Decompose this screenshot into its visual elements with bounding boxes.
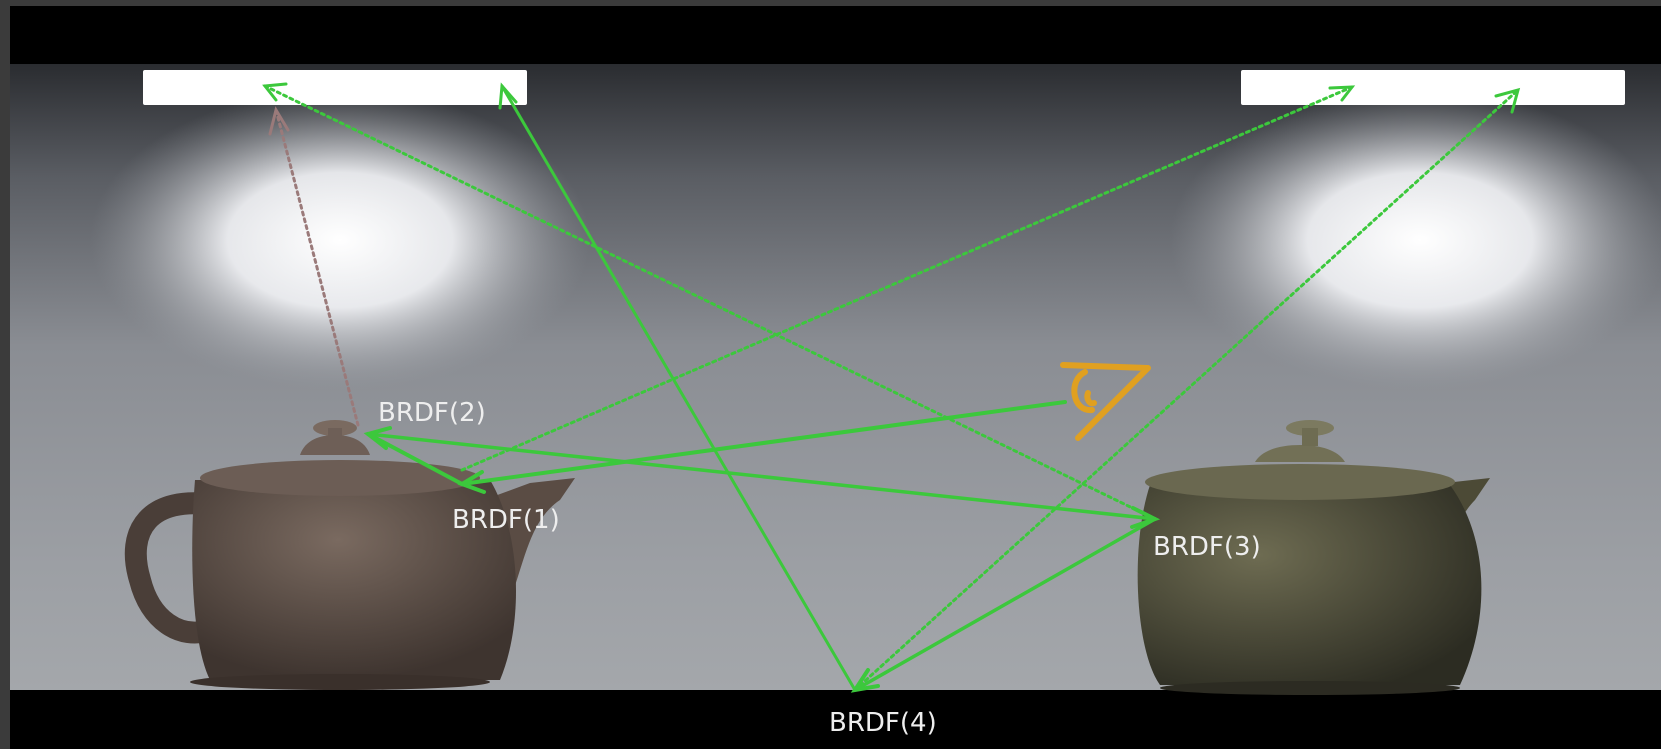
label-brdf2: BRDF(2) <box>378 398 486 428</box>
floor-band <box>10 690 1661 749</box>
light-glow-right <box>1170 90 1661 390</box>
shadow-ray-head-left <box>262 82 288 102</box>
ray-head-light-left <box>498 82 518 110</box>
shadow-ray-brdf3-to-light-left <box>263 84 1157 521</box>
label-brdf4: BRDF(4) <box>829 708 937 738</box>
eye-icon <box>1060 362 1151 441</box>
ray-brdf1-to-brdf2 <box>366 432 464 486</box>
area-light-right <box>1241 70 1625 105</box>
ray-eye-to-brdf1 <box>460 400 1067 486</box>
ray-head-brdf2 <box>363 426 392 450</box>
teapot-left <box>124 420 575 690</box>
label-brdf1: BRDF(1) <box>452 505 560 535</box>
light-rays <box>262 82 1521 693</box>
ray-brdf3-to-brdf4 <box>853 517 1157 692</box>
blocked-shadow-ray <box>268 106 360 427</box>
area-light-left <box>143 70 527 105</box>
ceiling-band <box>10 6 1661 64</box>
ray-brdf4-to-light-left <box>500 84 857 692</box>
shadow-ray-brdf4-to-light-right <box>853 88 1520 692</box>
ray-brdf2-to-brdf3 <box>366 432 1157 521</box>
label-brdf3: BRDF(3) <box>1153 532 1261 562</box>
shadow-ray-head-right-a <box>1328 85 1356 102</box>
shadow-ray-head-right-b <box>1494 87 1521 114</box>
shadow-ray-brdf1-to-light-right <box>460 85 1354 472</box>
light-glow-left <box>90 90 590 390</box>
teapot-right <box>1137 420 1490 695</box>
